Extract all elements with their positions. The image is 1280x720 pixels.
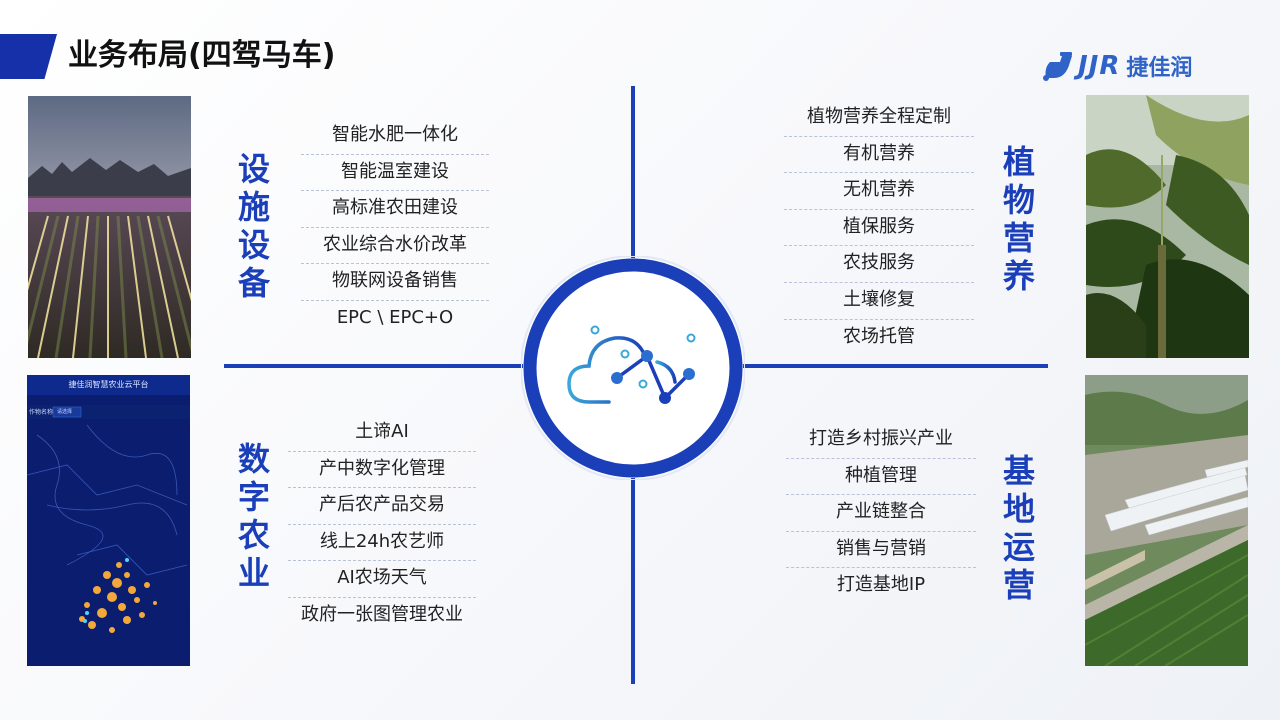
- list-item: 政府一张图管理农业: [301, 603, 463, 625]
- list-item: 植物营养全程定制: [784, 100, 974, 137]
- logo-text-cn: 捷佳润: [1126, 56, 1193, 81]
- photo-cloud-platform-screenshot: 捷佳润智慧农业云平台 作物名称 请选择: [27, 375, 190, 666]
- section-title-nutrition: 植物营养: [1002, 143, 1035, 295]
- section-title-facilities: 设施设备: [237, 150, 270, 302]
- list-item: 销售与营销: [786, 532, 976, 569]
- list-item: 土壤修复: [784, 283, 974, 320]
- platform-field-value: 请选择: [57, 409, 73, 415]
- company-logo: JJR 捷佳润: [1040, 46, 1230, 86]
- list-item: 物联网设备销售: [301, 264, 489, 301]
- list-item: 种植管理: [786, 459, 976, 496]
- base-list: 打造乡村振兴产业种植管理产业链整合销售与营销打造基地IP: [786, 422, 976, 605]
- list-item: 农场托管: [843, 325, 915, 347]
- list-item: AI农场天气: [288, 561, 476, 598]
- list-item: 高标准农田建设: [301, 191, 489, 228]
- list-item: 土谛AI: [288, 415, 476, 452]
- facilities-list: 智能水肥一体化智能温室建设高标准农田建设农业综合水价改革物联网设备销售 EPC \…: [301, 118, 489, 338]
- photo-banana-plants: [1086, 95, 1249, 358]
- cloud-network-icon: [567, 325, 696, 404]
- logo-icon: [1043, 52, 1072, 81]
- list-item: EPC \ EPC+O: [336, 306, 454, 328]
- logo-text-en: JJR: [1078, 51, 1121, 81]
- list-item: 智能温室建设: [301, 155, 489, 192]
- page-title: 业务布局(四驾马车): [68, 38, 336, 73]
- list-item: 打造基地IP: [836, 574, 926, 596]
- list-item: 农业综合水价改革: [301, 228, 489, 265]
- platform-title: 捷佳润智慧农业云平台: [68, 380, 149, 389]
- title-accent-bar: [0, 34, 57, 79]
- list-item: 智能水肥一体化: [301, 118, 489, 155]
- list-item: 产业链整合: [786, 495, 976, 532]
- section-title-digital: 数字农业: [237, 440, 270, 592]
- nutrition-list: 植物营养全程定制有机营养无机营养植保服务农技服务土壤修复农场托管: [784, 100, 974, 356]
- platform-field-label: 作物名称: [29, 409, 54, 416]
- list-item: 线上24h农艺师: [288, 525, 476, 562]
- list-item: 无机营养: [784, 173, 974, 210]
- list-item: 打造乡村振兴产业: [786, 422, 976, 459]
- list-item: 农技服务: [784, 246, 974, 283]
- list-item: 有机营养: [784, 137, 974, 174]
- photo-night-field: [28, 96, 191, 358]
- section-title-base: 基地运营: [1002, 452, 1035, 604]
- list-item: 产后农产品交易: [288, 488, 476, 525]
- list-item: 产中数字化管理: [288, 452, 476, 489]
- list-item: 植保服务: [784, 210, 974, 247]
- center-ring: [520, 255, 746, 481]
- photo-greenhouse-base: [1085, 375, 1248, 666]
